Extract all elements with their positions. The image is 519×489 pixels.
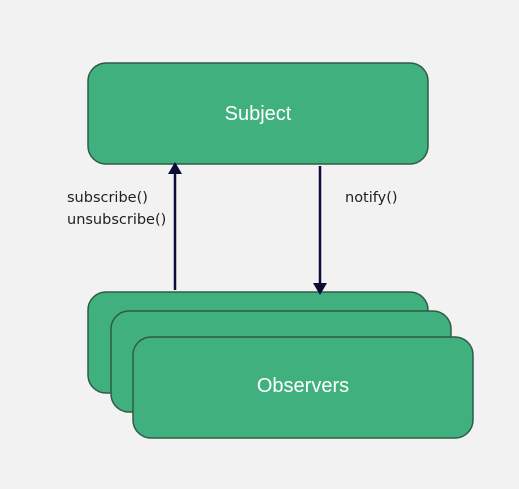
subject-node: Subject bbox=[87, 62, 429, 165]
observers-label: Observers bbox=[257, 375, 349, 397]
notify-label: notify() bbox=[345, 190, 398, 206]
observers-stack: Observers bbox=[87, 291, 474, 439]
subscribe-label: subscribe() bbox=[67, 190, 148, 206]
unsubscribe-label: unsubscribe() bbox=[67, 212, 166, 228]
notify-edge: notify() bbox=[313, 166, 398, 295]
subject-box bbox=[87, 62, 429, 165]
observer-box-front bbox=[132, 336, 474, 439]
subscribe-edge: subscribe() unsubscribe() bbox=[67, 162, 182, 290]
subject-label: Subject bbox=[225, 103, 292, 125]
